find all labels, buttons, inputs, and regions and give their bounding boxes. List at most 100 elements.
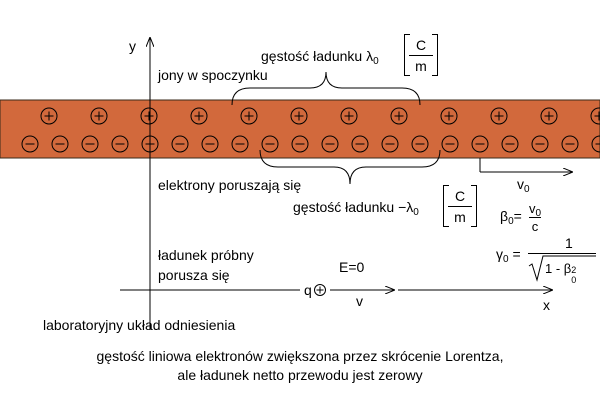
gamma-symbol-sub: 0 [503, 254, 509, 265]
gamma-denominator-sup: 2 [571, 265, 577, 275]
beta-lhs: β0= [500, 208, 522, 227]
electron-charge-circle [381, 135, 399, 153]
electron-charge-circle [471, 135, 489, 153]
electron-charge-circle [81, 135, 99, 153]
electron-charge-circle [351, 135, 369, 153]
electron-charge [81, 135, 99, 153]
frame-label: laboratoryjny układ odniesienia [43, 317, 236, 333]
ion-density-sub: 0 [373, 56, 379, 67]
conductor-wire [0, 99, 600, 159]
beta-fraction: v0 c [529, 201, 542, 233]
ion-charge-circle [440, 107, 458, 125]
ion-charge-circle [290, 107, 308, 125]
ion-density-label: gęstość ładunku λ0 [261, 48, 379, 67]
test-charge-label-line2: porusza się [158, 267, 230, 283]
ion-charge-circle [390, 107, 408, 125]
electron-charge [471, 135, 489, 153]
electron-charge-circle [231, 135, 249, 153]
field-label: E=0 [339, 259, 365, 275]
electron-charge-circle [531, 135, 549, 153]
electron-charge [561, 135, 579, 153]
electron-velocity-sub: 0 [524, 184, 530, 195]
gamma-symbol: γ [496, 246, 503, 262]
ion-charge [190, 107, 208, 125]
ion-brace [231, 71, 421, 106]
beta-numerator: v0 [529, 201, 541, 219]
caption-line2: ale ładunek netto przewodu jest zerowy [177, 367, 423, 383]
electron-charge [261, 135, 279, 153]
electron-charge [231, 135, 249, 153]
electron-charge [201, 135, 219, 153]
test-charge-label-line1: ładunek próbny [158, 247, 254, 263]
electron-charge [321, 135, 339, 153]
electron-density-unit: C m [443, 185, 477, 227]
gamma-numerator: 1 [565, 235, 573, 251]
ion-charge-circle [540, 107, 558, 125]
ion-unit-denominator: m [415, 58, 427, 74]
ion-density-symbol: λ [366, 48, 374, 64]
electron-charge [291, 135, 309, 153]
electron-charge [531, 135, 549, 153]
ion-charge-circle [40, 107, 58, 125]
electron-charge-circle [51, 135, 69, 153]
test-velocity-label: v [356, 293, 363, 309]
ion-density-prefix: gęstość ładunku [261, 48, 367, 64]
electron-charge [21, 135, 39, 153]
ion-charge-circle [340, 107, 358, 125]
gamma-denominator-sub: 0 [571, 275, 577, 285]
gamma-fraction-bar [528, 253, 596, 254]
electron-charge-circle [171, 135, 189, 153]
electron-row [21, 135, 600, 153]
electron-charge-circle [501, 135, 519, 153]
ion-charge [240, 107, 258, 125]
beta-numerator-sub: 0 [535, 208, 542, 219]
electron-charge-circle [21, 135, 39, 153]
ion-charge [140, 107, 158, 125]
electrons-moving-label: elektrony poruszają się [158, 177, 302, 193]
beta-equals: = [513, 208, 522, 224]
ion-charge-circle [190, 107, 208, 125]
ion-charge-circle [490, 107, 508, 125]
electron-charge-circle [591, 135, 600, 153]
electron-charge-circle [411, 135, 429, 153]
beta-symbol-sub: 0 [508, 216, 514, 227]
ion-charge [590, 107, 600, 125]
electron-charge-circle [201, 135, 219, 153]
ion-charge-circle [140, 107, 158, 125]
electron-density-label: gęstość ładunku −λ0 [293, 199, 419, 218]
electron-density-sub: 0 [413, 207, 419, 218]
electron-density-prefix: gęstość ładunku − [293, 199, 407, 215]
gamma-equals: = [508, 246, 521, 262]
electron-charge [411, 135, 429, 153]
ion-row [40, 107, 600, 125]
ions-at-rest-label: jony w spoczynku [158, 67, 268, 83]
electron-charge [351, 135, 369, 153]
electron-charge [501, 135, 519, 153]
ion-charge-circle [90, 107, 108, 125]
gamma-sqrt-sign [528, 255, 596, 282]
electron-unit-denominator: m [454, 209, 466, 225]
ion-charge [90, 107, 108, 125]
electron-charge [381, 135, 399, 153]
beta-fraction-bar [529, 217, 542, 218]
ion-charge-circle [590, 107, 600, 125]
ion-charge [440, 107, 458, 125]
ion-density-unit: C m [404, 34, 438, 76]
test-charge-symbol: q [304, 282, 312, 298]
electron-density-symbol: λ [406, 199, 414, 215]
electron-unit-bar [448, 206, 472, 207]
gamma-denominator-text: 1 - β [545, 261, 572, 276]
caption-line1: gęstość liniowa elektronów zwiększona pr… [96, 348, 504, 364]
electron-charge-circle [111, 135, 129, 153]
ion-charge [540, 107, 558, 125]
ion-charge [290, 107, 308, 125]
electron-charge-circle [291, 135, 309, 153]
electron-charge-circle [561, 135, 579, 153]
beta-numerator-symbol: v [529, 201, 536, 216]
electron-unit-numerator: C [454, 188, 466, 204]
electron-charge-circle [441, 135, 459, 153]
ion-unit-numerator: C [415, 37, 427, 53]
